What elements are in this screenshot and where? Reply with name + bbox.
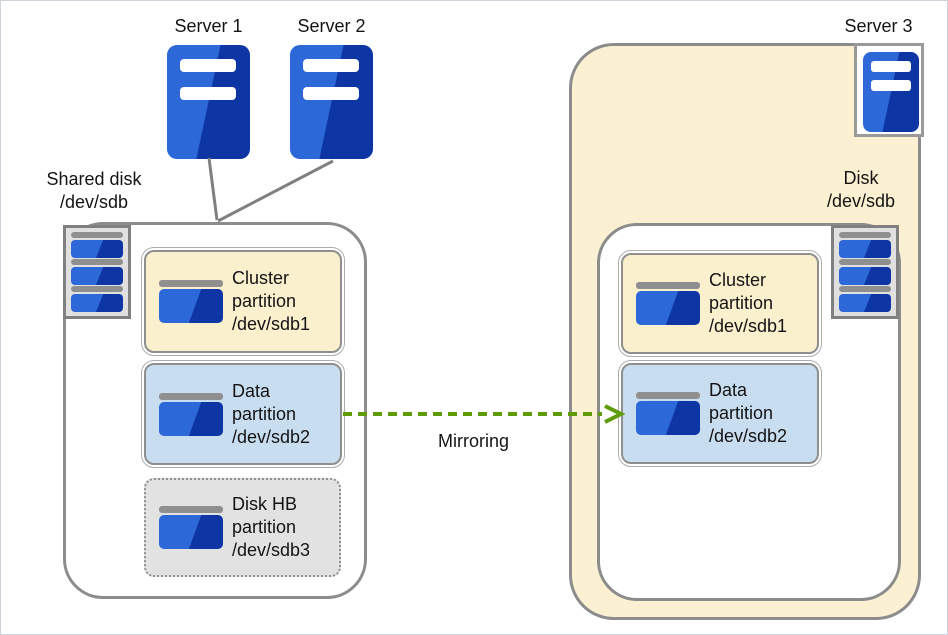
partition-device: /dev/sdb1 bbox=[232, 314, 311, 334]
server1-connection-line bbox=[207, 157, 219, 221]
partition-text: Data partition /dev/sdb2 bbox=[709, 379, 787, 448]
server2-label: Server 2 bbox=[297, 16, 366, 36]
server1-label: Server 1 bbox=[174, 16, 243, 36]
partition-text: Cluster partition /dev/sdb1 bbox=[709, 269, 787, 338]
server-slot bbox=[871, 61, 911, 72]
disk-label-line1: Disk bbox=[843, 168, 879, 188]
server3-icon bbox=[863, 52, 919, 132]
server3-icon-frame bbox=[854, 43, 924, 137]
disk-tray-bar bbox=[71, 259, 123, 266]
server1-icon bbox=[167, 45, 250, 159]
partition-icon-disk bbox=[159, 401, 223, 436]
disk-drive-bar bbox=[839, 239, 891, 258]
partition-line: partition bbox=[232, 291, 297, 311]
partition-text: Cluster partition /dev/sdb1 bbox=[232, 267, 310, 336]
partition-text: Data partition /dev/sdb2 bbox=[232, 380, 310, 449]
partition-line: partition bbox=[709, 403, 774, 423]
partition-icon bbox=[159, 280, 223, 323]
server-slot bbox=[871, 80, 911, 91]
disk-label-line2: /dev/sdb bbox=[826, 191, 896, 211]
data-partition-box-right: Data partition /dev/sdb2 bbox=[618, 360, 822, 467]
partition-line: Data bbox=[709, 380, 748, 400]
partition-icon-disk bbox=[159, 515, 223, 549]
cluster-partition-box-right: Cluster partition /dev/sdb1 bbox=[618, 250, 822, 357]
server-slot bbox=[180, 87, 236, 100]
shared-disk-label-line2: /dev/sdb bbox=[59, 192, 129, 212]
disk-hb-partition-box-left: Disk HB partition /dev/sdb3 bbox=[144, 478, 341, 577]
disk-drive-bar bbox=[71, 266, 123, 285]
partition-icon bbox=[159, 392, 223, 436]
shared-disk-stack-icon bbox=[63, 225, 131, 319]
partition-icon-bar bbox=[636, 282, 700, 289]
partition-icon-bar bbox=[636, 392, 700, 399]
shared-disk-label: Shared disk /dev/sdb bbox=[21, 168, 167, 214]
partition-icon-bar bbox=[159, 392, 223, 400]
server-slot bbox=[180, 59, 236, 72]
mirror-disk-stack-icon bbox=[831, 225, 899, 319]
disk-drive-bar bbox=[839, 266, 891, 285]
disk-drive-bar bbox=[71, 293, 123, 312]
disk-label: Disk /dev/sdb bbox=[801, 167, 921, 213]
partition-line: Disk HB bbox=[232, 494, 298, 514]
cluster-partition-box-left: Cluster partition /dev/sdb1 bbox=[141, 247, 345, 356]
mirroring-label: Mirroring bbox=[437, 431, 509, 451]
disk-tray-bar bbox=[71, 286, 123, 293]
partition-icon-disk bbox=[159, 289, 223, 323]
data-partition-box-left: Data partition /dev/sdb2 bbox=[141, 360, 345, 468]
disk-tray-bar bbox=[71, 232, 123, 238]
disk-tray-bar bbox=[839, 259, 891, 266]
partition-line: Data bbox=[232, 380, 271, 401]
disk-tray-bar bbox=[839, 232, 891, 238]
disk-drive-bar bbox=[839, 293, 891, 312]
partition-icon-disk bbox=[636, 291, 700, 325]
server3-label: Server 3 bbox=[844, 16, 913, 36]
partition-icon bbox=[636, 282, 700, 325]
partition-icon-disk bbox=[636, 401, 700, 435]
server-slot bbox=[303, 59, 359, 72]
partition-line: partition bbox=[709, 293, 774, 313]
server2-connection-line bbox=[217, 159, 334, 223]
disk-tray-bar bbox=[839, 286, 891, 293]
partition-device: /dev/sdb2 bbox=[709, 426, 788, 446]
partition-text: Disk HB partition /dev/sdb3 bbox=[232, 493, 310, 562]
server2-icon bbox=[290, 45, 373, 159]
server-slot bbox=[303, 87, 359, 100]
partition-icon-bar bbox=[159, 506, 223, 513]
partition-line: partition bbox=[232, 517, 297, 537]
partition-line: partition bbox=[232, 403, 297, 424]
shared-disk-label-line1: Shared disk bbox=[46, 169, 142, 189]
partition-line: Cluster bbox=[232, 268, 290, 288]
partition-line: Cluster bbox=[709, 270, 767, 290]
partition-icon bbox=[159, 506, 223, 549]
partition-icon bbox=[636, 392, 700, 435]
partition-icon-bar bbox=[159, 280, 223, 287]
partition-device: /dev/sdb3 bbox=[232, 540, 311, 560]
partition-device: /dev/sdb2 bbox=[232, 426, 311, 447]
disk-drive-bar bbox=[71, 239, 123, 258]
partition-device: /dev/sdb1 bbox=[709, 316, 788, 336]
